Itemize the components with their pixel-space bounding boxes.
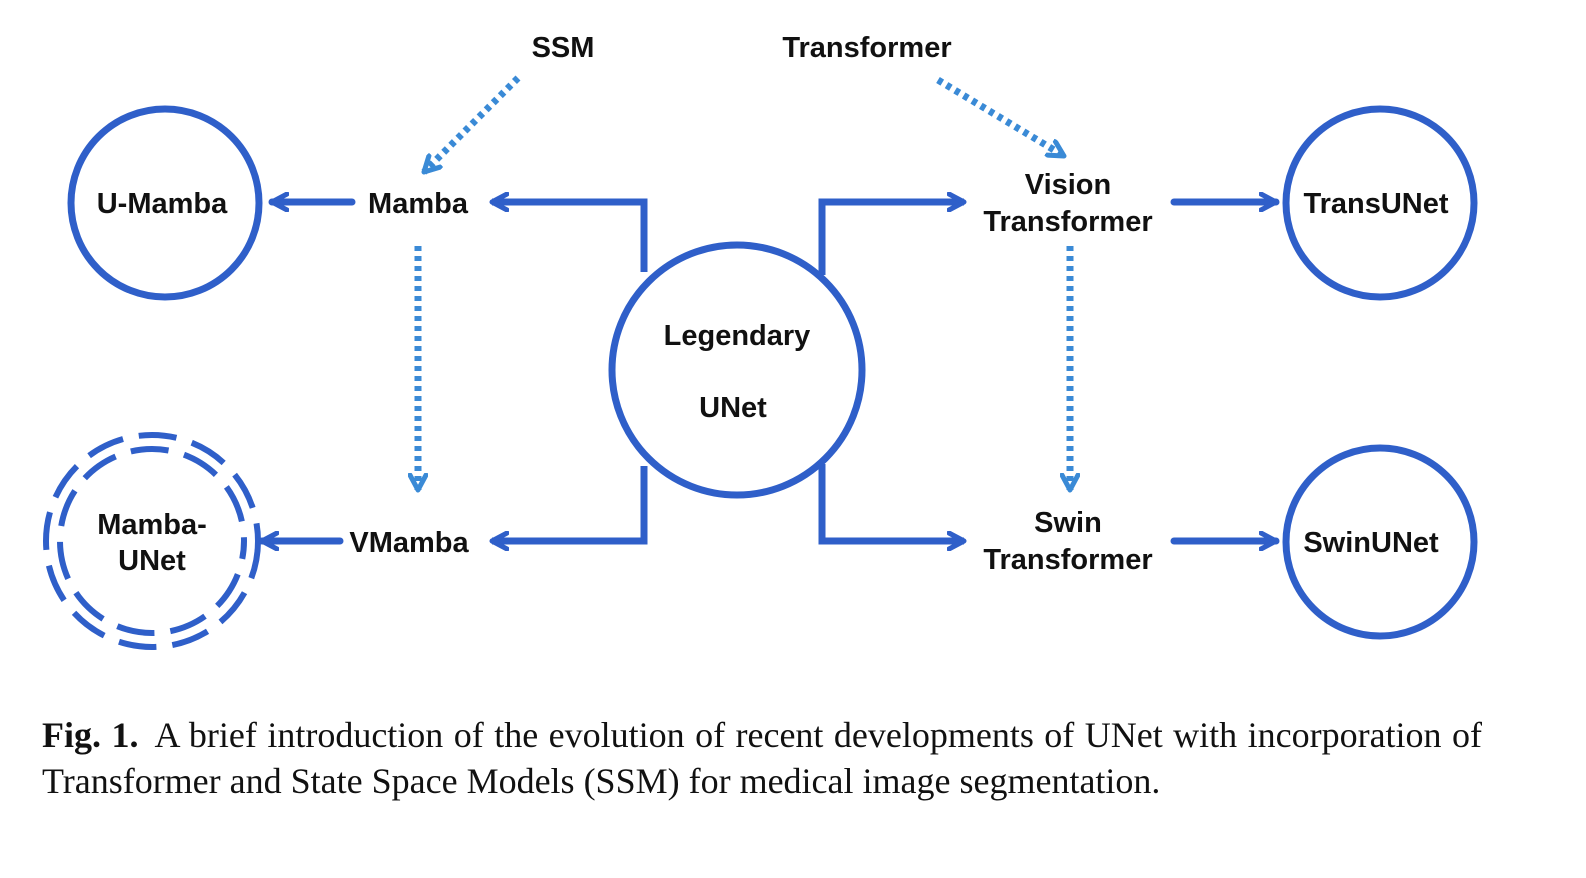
arrow-unet-to-mamba	[492, 202, 648, 272]
evolution-diagram: SSM Transformer U-Mamba Mamba Vision Tra…	[43, 32, 1478, 650]
vision-transformer-label-line1: Vision	[1025, 169, 1112, 201]
swinunet-circle	[1282, 444, 1478, 640]
swinunet-label: SwinUNet	[1303, 527, 1439, 559]
mamba-unet-label-line2: UNet	[118, 545, 186, 577]
transunet-label: TransUNet	[1303, 188, 1448, 220]
arrow-unet-to-vision-transformer	[818, 202, 964, 275]
mamba-label: Mamba	[368, 188, 469, 220]
vmamba-label: VMamba	[349, 527, 469, 559]
legendary-unet-label-line2: UNet	[699, 392, 767, 424]
arrow-transformer-to-vit	[936, 77, 1064, 159]
arrow-unet-to-vmamba	[492, 466, 648, 541]
swin-transformer-label-line1: Swin	[1034, 507, 1102, 539]
arrow-ssm-to-mamba	[424, 75, 521, 172]
legendary-unet-circle	[608, 241, 866, 499]
figure-label: Fig. 1.	[42, 715, 139, 755]
mamba-unet-label-line1: Mamba-	[97, 509, 207, 541]
mamba-unet-dashed-circle	[43, 432, 261, 650]
legendary-unet-label-line1: Legendary	[664, 320, 811, 352]
figure-caption: Fig. 1.A brief introduction of the evolu…	[42, 712, 1482, 804]
u-mamba-circle	[67, 105, 263, 301]
transformer-label: Transformer	[782, 32, 951, 64]
caption-text: A brief introduction of the evolution of…	[42, 715, 1482, 801]
arrow-unet-to-swin-transformer	[818, 464, 964, 541]
vision-transformer-label-line2: Transformer	[983, 206, 1152, 238]
u-mamba-label: U-Mamba	[97, 188, 228, 220]
ssm-label: SSM	[532, 32, 595, 64]
swin-transformer-label-line2: Transformer	[983, 544, 1152, 576]
transunet-circle	[1282, 105, 1478, 301]
